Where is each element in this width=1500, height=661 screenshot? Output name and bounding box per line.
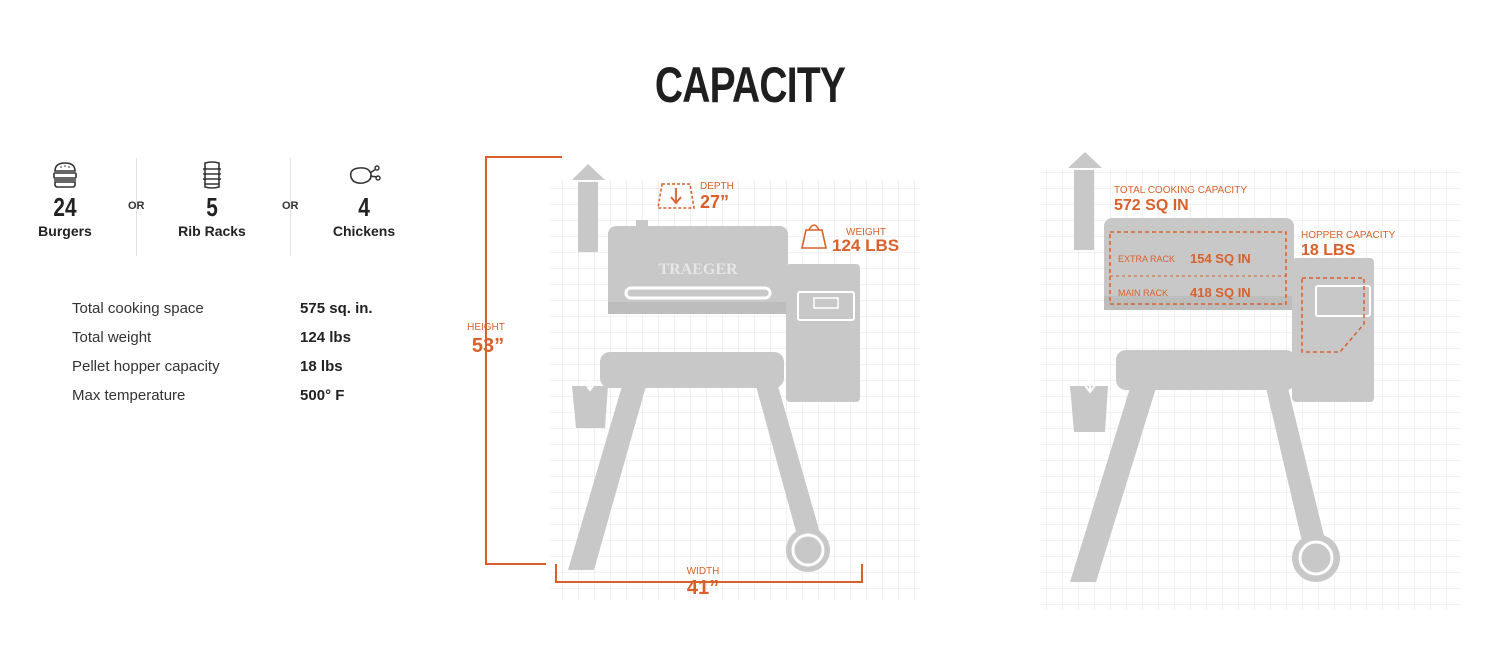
stat-value: 24 xyxy=(53,192,77,222)
pellet-hopper xyxy=(786,264,860,402)
grill-barrel: TRAEGER xyxy=(608,220,788,314)
spec-label: Total weight xyxy=(72,329,152,346)
spec-value: 18 lbs xyxy=(300,358,343,375)
rack-overlay: EXTRA RACK 154 SQ IN MAIN RACK 418 SQ IN xyxy=(1109,231,1287,305)
weight-label: WEIGHT xyxy=(846,227,886,238)
hopper-capacity-callout: HOPPER CAPACITY 18 LBS xyxy=(1301,230,1396,353)
depth-label: DEPTH xyxy=(700,181,734,192)
spec-row: Pellet hopper capacity 18 lbs xyxy=(72,352,412,381)
chimney xyxy=(1068,152,1102,250)
spec-label: Pellet hopper capacity xyxy=(72,358,220,375)
divider xyxy=(136,158,137,256)
spec-value: 575 sq. in. xyxy=(300,300,373,317)
width-value: 41” xyxy=(687,577,719,599)
stat-label: Chickens xyxy=(332,223,396,239)
stat-rib-racks: 5 Rib Racks xyxy=(172,158,252,240)
width-label: WIDTH xyxy=(687,566,720,577)
burger-icon xyxy=(25,158,105,192)
grease-bucket xyxy=(1070,374,1108,432)
spec-label: Total cooking space xyxy=(72,300,204,317)
spec-row: Max temperature 500° F xyxy=(72,381,412,410)
capacity-stats: 24 Burgers OR 5 Rib Racks OR 4 Chickens xyxy=(30,158,410,258)
page-title: CAPACITY xyxy=(654,57,846,113)
main-rack-label: MAIN RACK xyxy=(1118,288,1168,298)
extra-rack-value: 154 SQ IN xyxy=(1190,251,1251,266)
chicken-icon xyxy=(324,158,404,192)
total-capacity-value: 572 SQ IN xyxy=(1114,197,1189,214)
total-capacity-callout: TOTAL COOKING CAPACITY 572 SQ IN xyxy=(1114,185,1247,214)
stat-value: 4 xyxy=(358,192,370,222)
height-value: 53” xyxy=(472,335,504,357)
height-dimension: HEIGHT 53” xyxy=(467,156,562,565)
rib-rack-icon xyxy=(172,158,252,192)
weight-icon xyxy=(801,229,827,249)
main-rack-value: 418 SQ IN xyxy=(1190,285,1251,300)
hopper-capacity-value: 18 LBS xyxy=(1301,242,1356,259)
grill-barrel xyxy=(1104,218,1294,310)
total-capacity-label: TOTAL COOKING CAPACITY xyxy=(1114,185,1247,196)
chimney xyxy=(572,164,605,252)
height-label: HEIGHT xyxy=(467,322,505,333)
stat-chickens: 4 Chickens xyxy=(324,158,404,240)
grease-bucket xyxy=(572,372,608,428)
weight-value: 124 LBS xyxy=(832,236,899,255)
pellet-hopper xyxy=(1292,258,1374,402)
width-dimension: WIDTH 41” xyxy=(555,564,863,599)
grill-dimensions-diagram: TRAEGER HEIGHT 53” WIDTH 41” DEPTH 27” xyxy=(467,156,920,600)
extra-rack-label: EXTRA RACK xyxy=(1118,254,1175,264)
stat-burgers: 24 Burgers xyxy=(25,158,105,240)
depth-value: 27” xyxy=(700,192,729,212)
spec-value: 124 lbs xyxy=(300,329,351,346)
brand-logo: TRAEGER xyxy=(658,261,738,278)
divider xyxy=(290,158,291,256)
hopper-capacity-label: HOPPER CAPACITY xyxy=(1301,230,1396,241)
spec-label: Max temperature xyxy=(72,387,186,404)
stat-label: Rib Racks xyxy=(178,223,246,239)
grill-cart xyxy=(1070,350,1340,582)
specs-table: Total cooking space 575 sq. in. Total we… xyxy=(72,294,412,410)
weight-callout: WEIGHT 124 LBS xyxy=(801,224,899,255)
depth-callout: DEPTH 27” xyxy=(657,181,734,212)
grill-cart xyxy=(568,352,830,572)
spec-row: Total weight 124 lbs xyxy=(72,323,412,352)
stat-label: Burgers xyxy=(38,223,92,239)
spec-value: 500° F xyxy=(300,387,345,404)
down-arrow-icon xyxy=(670,188,682,205)
spec-row: Total cooking space 575 sq. in. xyxy=(72,294,412,323)
grill-capacity-diagram: EXTRA RACK 154 SQ IN MAIN RACK 418 SQ IN… xyxy=(1040,152,1460,610)
stat-value: 5 xyxy=(206,192,218,222)
